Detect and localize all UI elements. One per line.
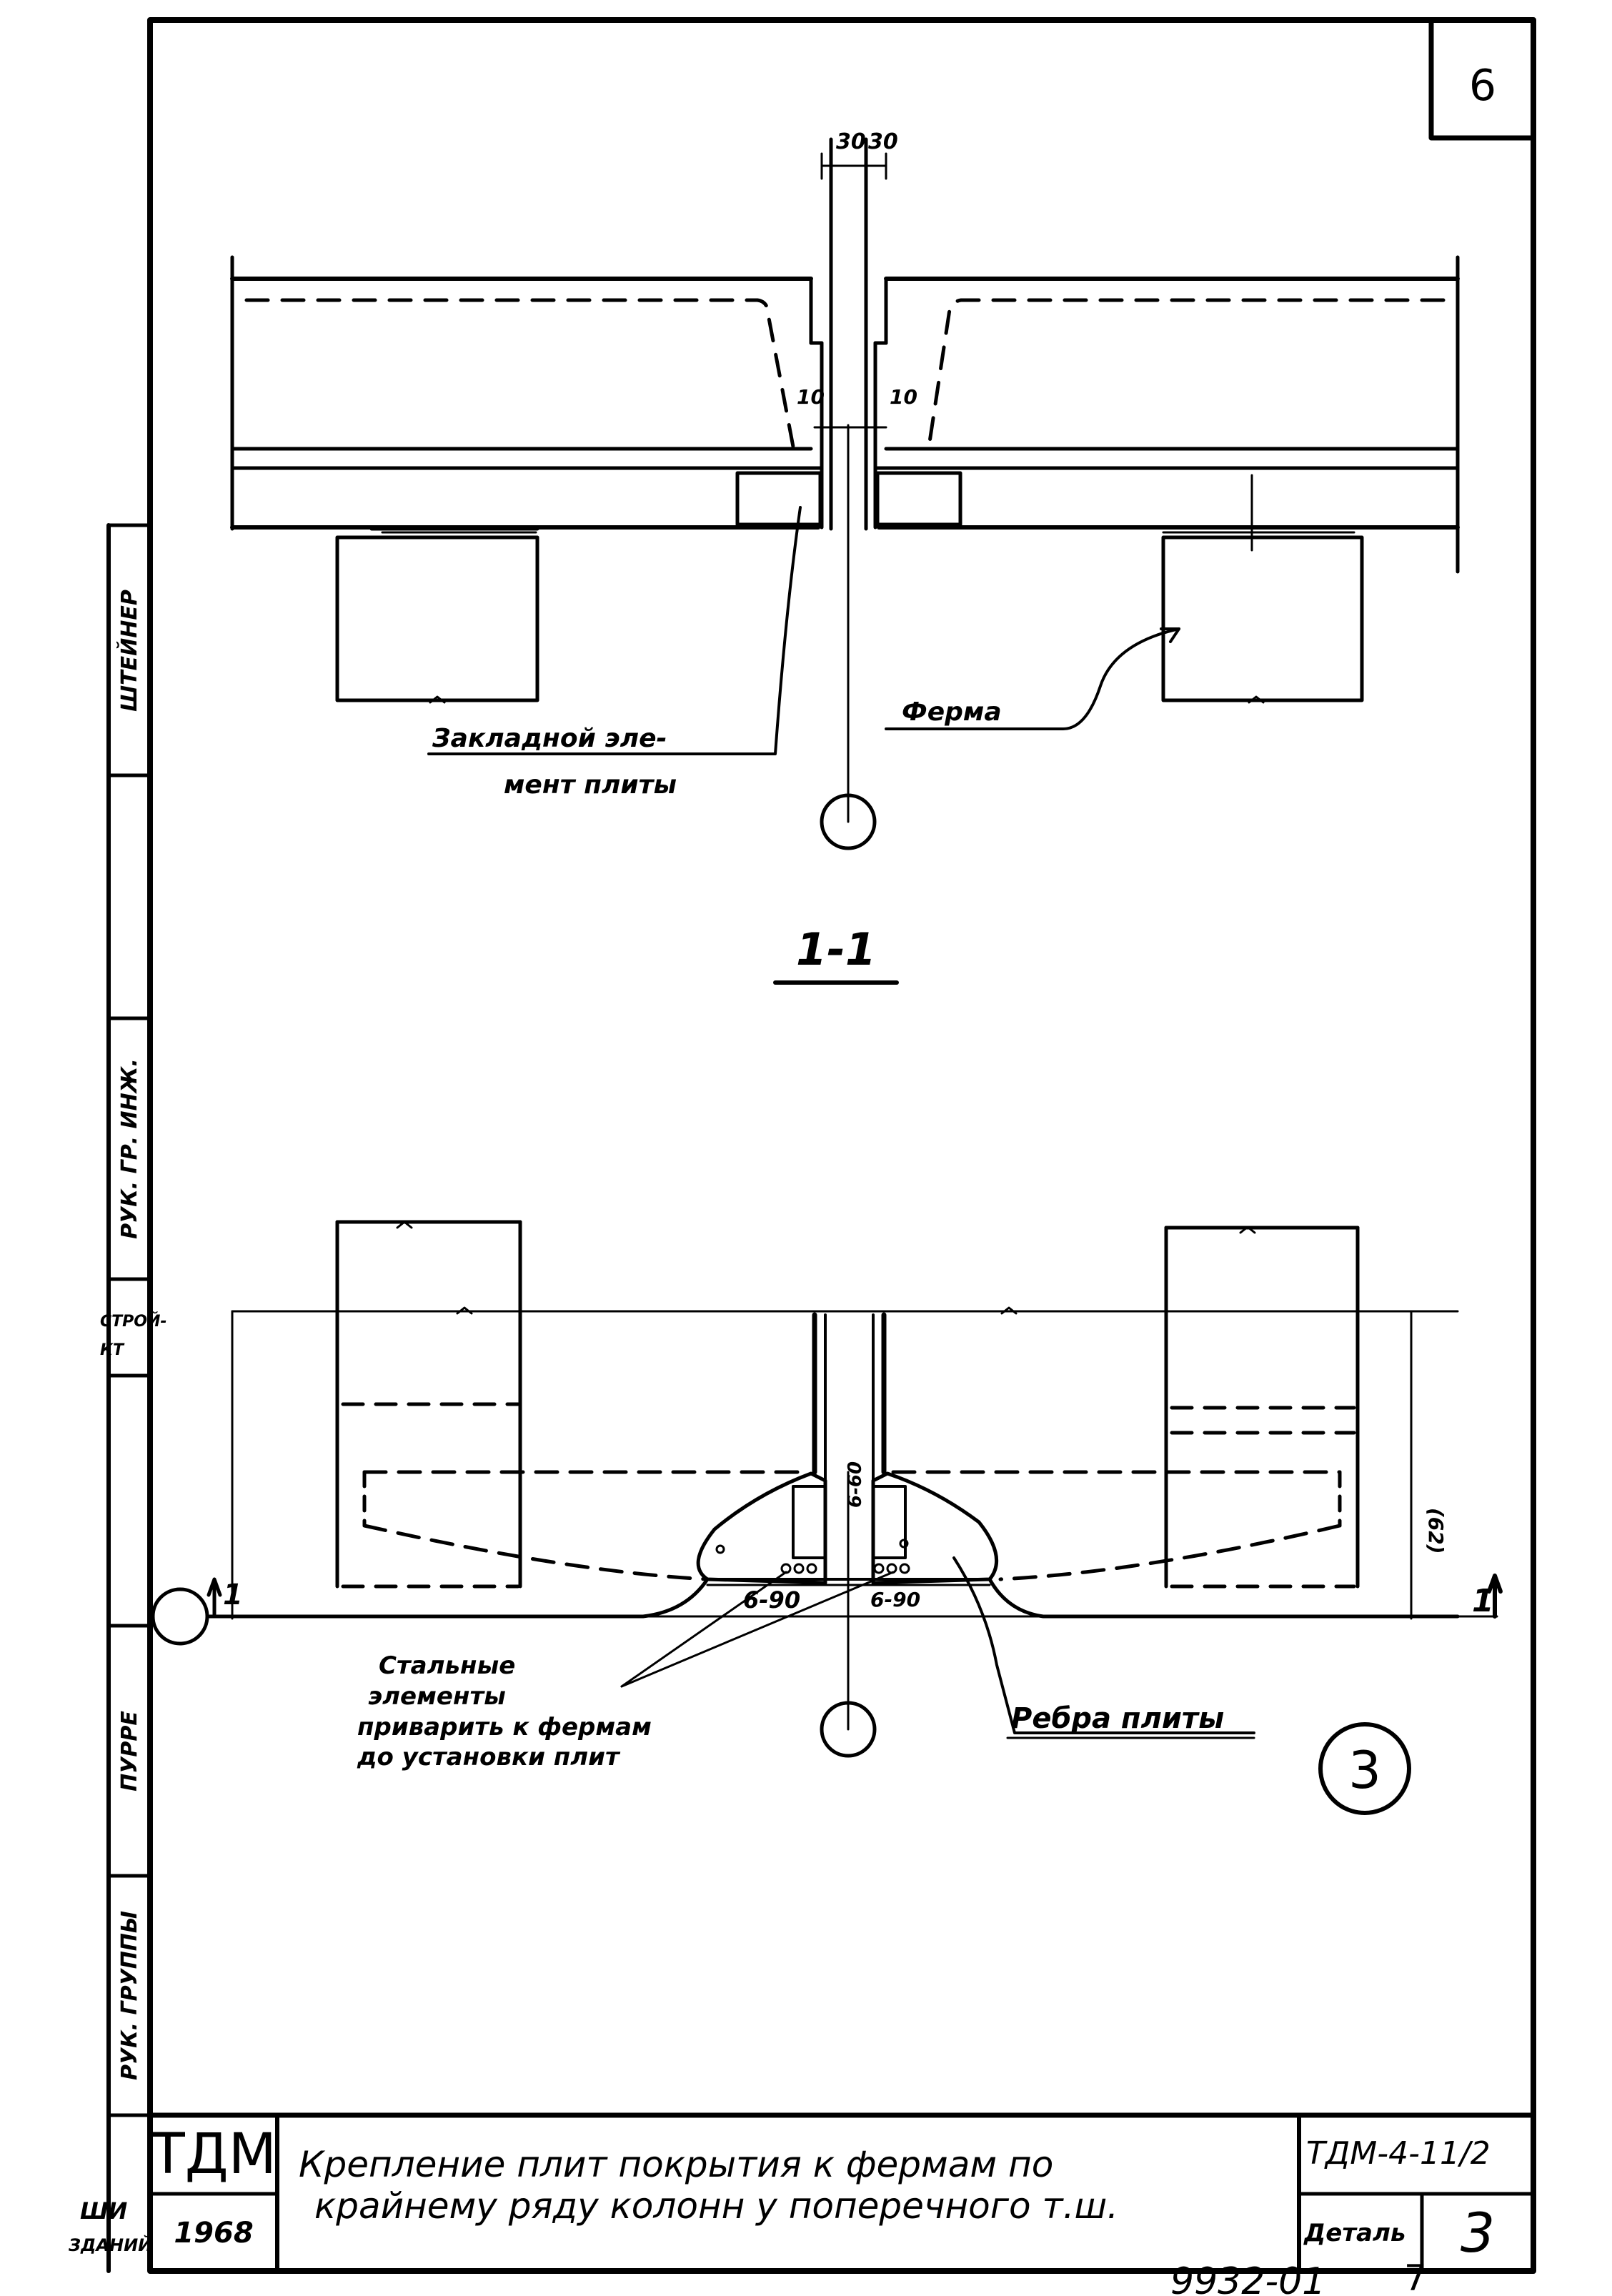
dim-side: (62) — [1424, 1508, 1448, 1554]
bottom-code: 9932-01 — [1170, 2260, 1325, 2296]
axis-bubble-lower — [820, 1701, 877, 1758]
stamp-org: СТРОЙ- КТ — [100, 1308, 167, 1365]
title-block-left-fragment-1: ШИ — [80, 2197, 128, 2225]
label-steel-line3: приварить к фермам — [357, 1713, 652, 1741]
title-block-code: ТДМ-4-11/2 — [1306, 2135, 1491, 2172]
dim-offset-left: 10 — [797, 385, 825, 409]
section-mark-right: 1 — [1472, 1583, 1494, 1619]
title-block-org: ТДМ — [151, 2122, 277, 2187]
stamp-engineer-role: РУК. ГР. ИНЖ. — [116, 1058, 142, 1239]
dim-offset-right: 10 — [890, 385, 917, 409]
title-block-left-fragment-2: ЗДАНИЙ — [69, 2235, 153, 2255]
detail-marker-number: 3 — [1348, 1740, 1381, 1800]
stamp-engineer-name: ШТЕЙНЕР — [116, 589, 142, 712]
stamp-group-role: РУК. ГРУППЫ — [116, 1910, 142, 2081]
title-line-1: Крепление плит покрытия к фермам по — [299, 2144, 1054, 2185]
stamp-group-name: ПУРРЕ — [116, 1710, 142, 1791]
label-ribs: Ребра плиты — [1011, 1702, 1224, 1735]
dim-gap-right: 30 — [868, 129, 898, 154]
axis-bubble-upper — [820, 793, 877, 850]
label-steel-line1: Стальные — [379, 1651, 515, 1680]
label-embedded-line2: мент плиты — [504, 770, 677, 800]
title-line-2: крайнему ряду колонн у поперечного т.ш. — [314, 2185, 1119, 2227]
section-mark-left: 1 — [223, 1579, 243, 1611]
title-block-detail-number: 3 — [1460, 2200, 1496, 2265]
sheet-frame — [147, 17, 1536, 2274]
stamp-org-bottom: КТ — [100, 1341, 124, 1359]
label-steel-line4: до установки плит — [357, 1743, 621, 1771]
dim-weld-vertical: 6-60 — [845, 1461, 866, 1508]
dim-weld-right: 6-90 — [870, 1588, 920, 1611]
stamp-org-top: СТРОЙ- — [100, 1313, 167, 1331]
title-block-year: 1968 — [174, 2217, 254, 2250]
bottom-sheet: 7 — [1404, 2257, 1427, 2296]
label-steel-line2: элементы — [368, 1682, 506, 1711]
label-embedded-line1: Закладной эле- — [432, 724, 667, 753]
label-truss: Ферма — [902, 697, 1002, 727]
title-block-detail-label: Деталь — [1304, 2219, 1406, 2247]
detail-marker-circle — [1318, 1722, 1411, 1815]
dim-weld-left: 6-90 — [743, 1586, 800, 1614]
page-number: 6 — [1469, 61, 1496, 111]
dim-gap-left: 30 — [836, 129, 866, 154]
page-number-box — [1428, 17, 1536, 141]
axis-bubble-left — [151, 1587, 209, 1646]
section-label: 1-1 — [796, 923, 876, 975]
